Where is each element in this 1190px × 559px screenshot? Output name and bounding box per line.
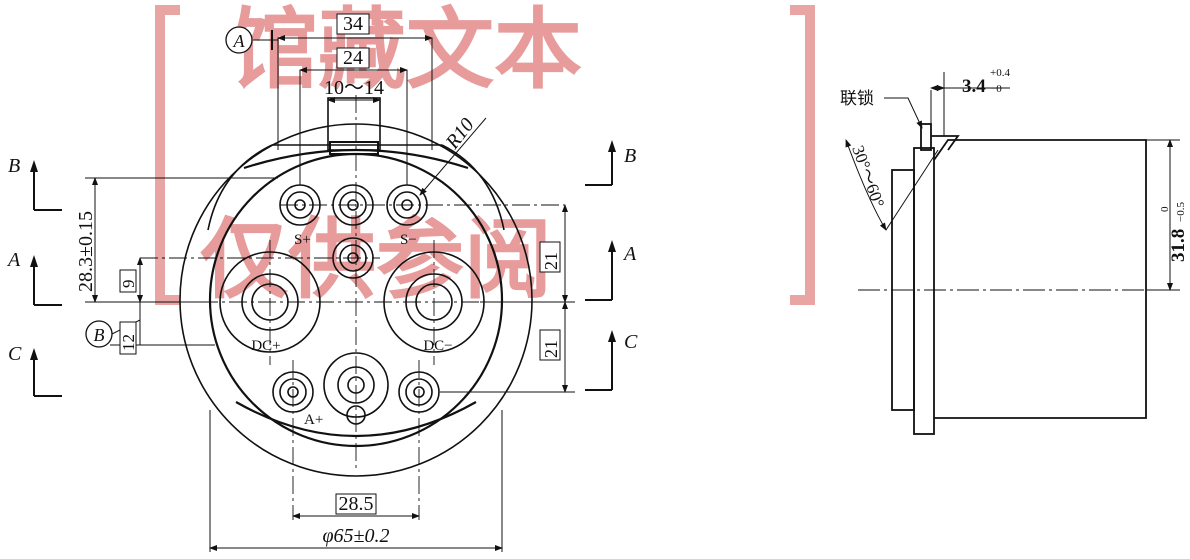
dim-21-top: 21 — [541, 252, 561, 270]
dimension-lines — [85, 30, 575, 552]
dim-3-4-tol-upper: +0.4 — [990, 67, 1010, 79]
section-arrows — [30, 140, 616, 360]
section-a-right: A — [622, 243, 637, 265]
watermark: 馆藏文本 仅供参阅 — [155, 0, 815, 311]
datum-b-label: B — [94, 325, 105, 345]
dim-phi65: φ65±0.2 — [322, 525, 389, 547]
watermark-line2: 仅供参阅 — [200, 208, 552, 311]
dim-24: 24 — [343, 47, 363, 69]
pin-label-s-plus: S+ — [294, 232, 311, 248]
side-view — [845, 72, 1180, 435]
dim-boxes — [119, 13, 561, 515]
dim-3-4-tol-lower: −0 — [990, 83, 1002, 95]
side-flange — [913, 147, 935, 435]
section-b-right: B — [624, 145, 636, 167]
dim-9: 9 — [119, 280, 138, 289]
pin-label-s-minus: S− — [400, 232, 417, 248]
datum-b-circle — [85, 320, 113, 348]
datum-a-circle — [225, 26, 253, 54]
dim-12: 12 — [119, 334, 138, 351]
dim-10-14: 10～14 — [324, 77, 384, 99]
section-a-left: A — [6, 249, 21, 271]
interlock-label: 联锁 — [840, 89, 874, 109]
dim-28-5: 28.5 — [339, 493, 374, 515]
interlock-tab — [920, 123, 932, 151]
center-lines — [140, 95, 565, 520]
dim-3-4: 3.4 — [962, 76, 986, 97]
interlock-wedge — [931, 135, 960, 151]
dim-21-bottom: 21 — [541, 340, 561, 358]
angle-label: 30°～60° — [848, 143, 888, 210]
datum-a-label: A — [233, 31, 246, 51]
section-b-left: B — [8, 155, 20, 177]
dim-31-8-tol-upper: 0 — [1159, 206, 1171, 212]
pin-label-dc-plus: DC+ — [251, 338, 280, 354]
dim-31-8-tol-lower: −0.5 — [1175, 202, 1187, 222]
side-body — [933, 139, 1147, 419]
section-c-left: C — [8, 343, 22, 365]
dim-34: 34 — [343, 13, 363, 35]
section-c-right: C — [624, 331, 638, 353]
pin-label-dc-minus: DC− — [423, 338, 452, 354]
dim-28-3: 28.3±0.15 — [75, 211, 97, 292]
datum-circles — [85, 26, 253, 348]
pin-label-a-plus: A+ — [304, 412, 323, 428]
dim-31-8: 31.8 — [1168, 229, 1189, 262]
section-markers — [33, 150, 613, 397]
watermark-line1: 馆藏文本 — [230, 0, 582, 101]
